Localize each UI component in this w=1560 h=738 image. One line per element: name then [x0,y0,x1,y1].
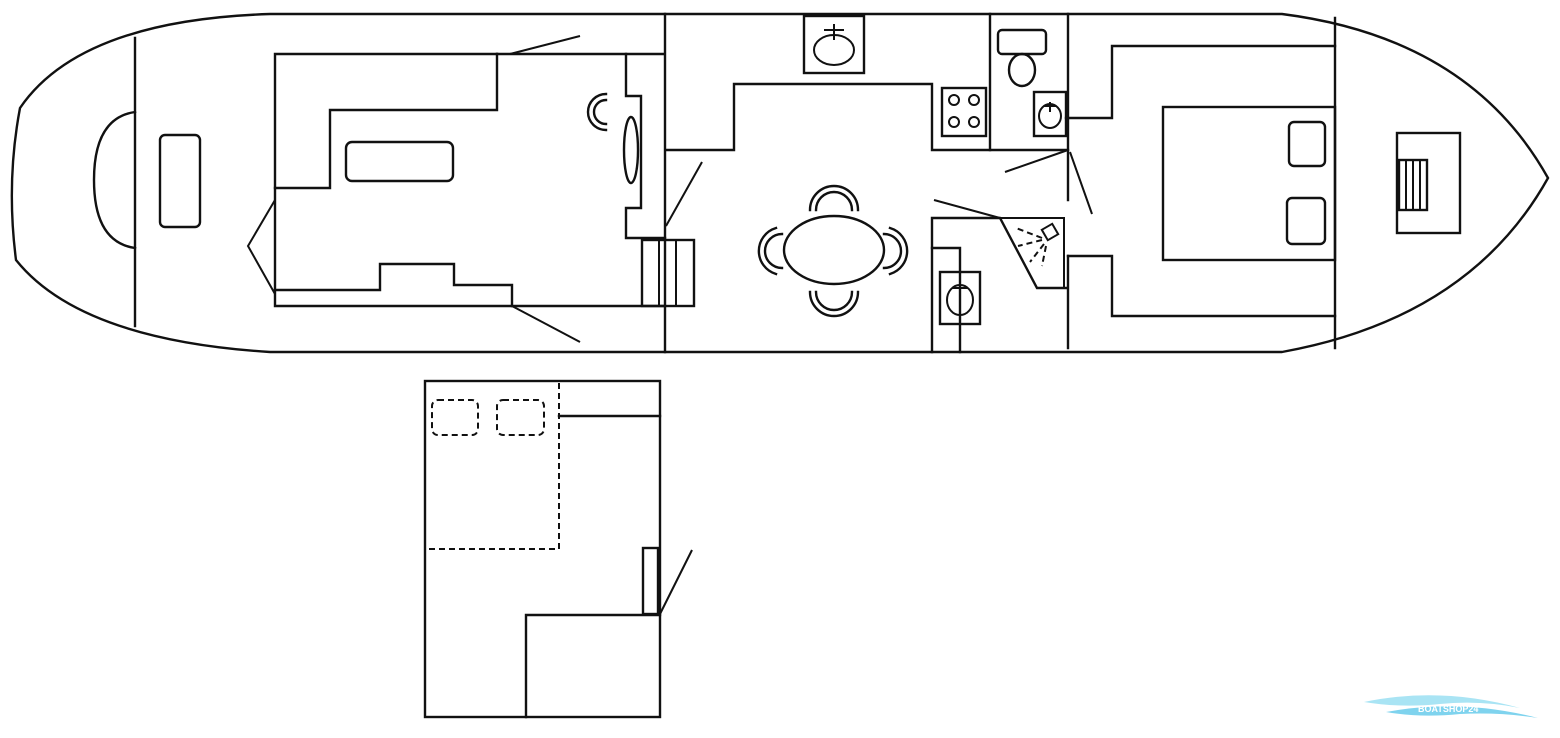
saloon-door [665,161,703,227]
stern-alcove [92,110,137,250]
pillow-icon [431,399,479,436]
fireplace-icon [622,115,640,185]
chair-icon [763,232,784,270]
pillow-icon [1287,120,1327,168]
stove-icon [940,86,988,138]
toilet-icon [996,28,1048,88]
chair-icon [814,190,854,212]
stern-hatch-icon [158,133,202,229]
toilet-room-wall [988,12,1070,152]
watermark-text: BOATSHOP24 [1418,704,1478,714]
lower-deck [423,379,693,719]
fore-cabin-wall [1064,44,1337,120]
stern-door [246,199,276,295]
chair-icon [757,226,778,276]
main-deck [10,12,1550,354]
table-icon [782,214,886,286]
toilet-door [1004,149,1069,173]
aft-cabin-door-top [509,35,581,55]
shower-icon [1000,217,1065,288]
lower-cabin-door [659,549,693,615]
aft-cabin-wall [273,52,667,308]
pillow-icon [496,399,545,436]
hatch-icon [1395,131,1462,235]
bunk-outline-dashed [427,383,560,550]
double-bed-icon [1161,105,1337,262]
chair-icon [808,290,860,318]
washbasin-icon [802,14,866,75]
single-bed-icon [524,613,662,719]
fireplace-niche [624,52,667,240]
aft-cabin-inner-wall [273,52,499,190]
shower-door [933,199,1001,219]
fore-cabin-wall [1066,254,1337,318]
aft-cabin-door-bottom [511,305,581,343]
galley-counter [664,82,992,152]
chair-icon [586,92,608,132]
wardrobe-icon [641,546,660,616]
pillow-icon [1285,196,1327,246]
watermark-logo: BOATSHOP24 [1364,695,1538,718]
chair-icon [814,290,854,312]
fore-cabin-door [1069,151,1093,215]
chair-icon [808,184,860,212]
lower-cabin-outline [423,379,662,719]
stairs-icon [640,238,696,308]
washbasin-icon [930,246,982,354]
chair-icon [592,98,608,126]
chair-icon [882,232,903,270]
aft-cabin-bench [273,262,514,308]
bathtub-icon [344,140,455,183]
washbasin-icon [1032,90,1068,138]
chair-icon [888,226,909,276]
hull-outline [10,12,1550,354]
